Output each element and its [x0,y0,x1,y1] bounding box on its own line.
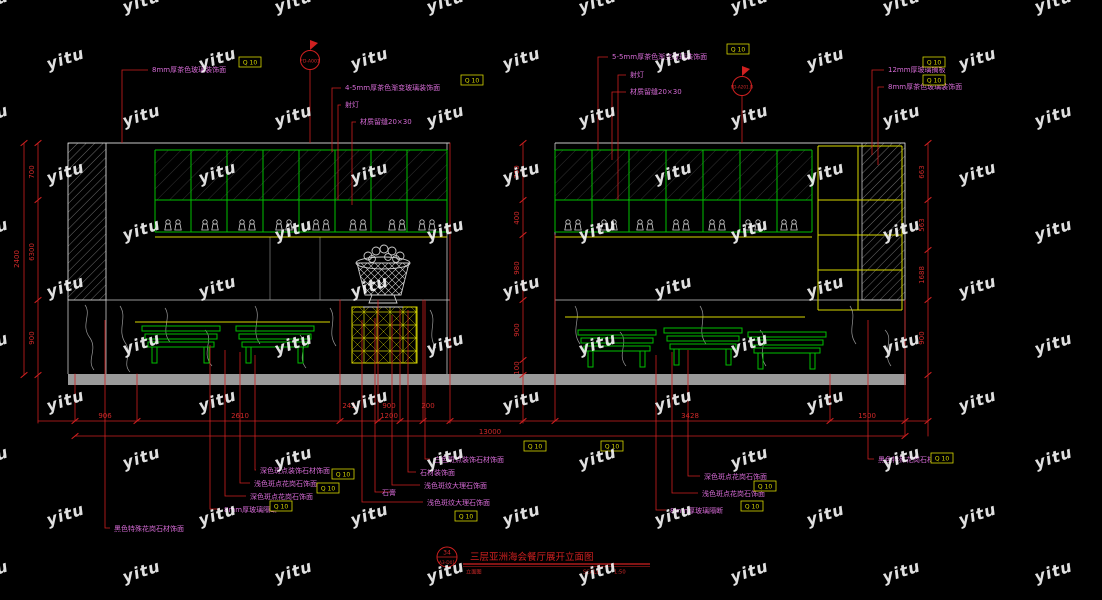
shelf-items [164,219,798,231]
callout-glass45: 4-5mm厚茶色渐变玻璃装饰面 [345,83,440,92]
callout-shelf12: 12mm厚玻璃搁板 [888,65,946,74]
callout-glass8-right: 8mm厚茶色玻璃装饰面 [888,82,962,91]
title-block: 34 A3-D01 三层亚洲海会餐厅展开立面图 立面图 SCALE 1:50 [436,546,650,576]
section-marker-right: FD-A201.D [731,66,753,143]
callout-glass8-left: 8mm厚茶色玻璃装饰面 [152,65,226,74]
dim-left-900: 900 [28,331,36,344]
callout-plaster-c: 石膏 [382,488,396,497]
dim-right-1688: 1688 [918,266,926,284]
dim-bottom-245: 245 [342,402,355,410]
dim-bottom-3428: 3428 [681,412,699,420]
section-marker-left-code: FD-A001 [300,59,320,65]
callout-glass-divider-l: 8mm厚玻璃隔断 [224,505,277,514]
dim-mid-100: 100 [513,361,521,374]
fruit-bowl [355,244,411,308]
callout-dark-granite-r: 深色斑点花岗石饰面 [704,472,767,481]
callout-light-granite-r: 浅色斑点花岗石饰面 [702,489,765,498]
callout-gap-right: 材质留缝20×30 [630,87,682,96]
dim-mid-980: 980 [513,261,521,274]
dim-left-700: 700 [28,165,36,178]
scale-value: 1:50 [614,570,626,576]
section-marker-left: FD-A001 [300,40,320,143]
title-number: 34 [443,550,451,557]
dim-bottom-1200: 1200 [380,412,398,420]
callout-glass-divider-r: 8mm厚玻璃隔断 [670,506,723,515]
dim-mid-400: 400 [513,211,521,224]
structure-layer [67,142,906,385]
title-code: A3-D01 [439,560,456,566]
callout-black-granite-l: 黑色特殊花岗石材饰面 [114,524,184,533]
scale-label: SCALE [583,570,600,576]
callout-white-stone-c: 白色斑点装饰石材饰面 [434,455,504,464]
callout-gap-left: 材质留缝20×30 [360,117,412,126]
dim-right-663: 663 [918,165,926,178]
callout-light-marble-c2: 浅色斑纹大理石饰面 [427,498,490,507]
callout-dark-granite-l: 深色斑点花岗石饰面 [250,492,313,501]
dim-total-13000: 13000 [479,428,501,436]
callout-spotlight-right: 射灯 [630,70,644,79]
dim-bottom-200: 200 [421,402,434,410]
dim-right-563: 563 [918,218,926,231]
callout-dark-stone-l: 深色斑点装饰石材饰面 [260,466,330,475]
dim-right-900: 900 [918,331,926,344]
callout-light-marble-c1: 浅色斑纹大理石饰面 [424,481,487,490]
dim-bottom-1500: 1500 [858,412,876,420]
callout-light-granite-l: 浅色斑点花岗石饰面 [254,479,317,488]
callout-spotlight-left: 射灯 [345,100,359,109]
dim-left-2400: 2400 [13,250,21,268]
dim-bottom-900: 900 [382,402,395,410]
title-caption: 立面图 [466,568,482,576]
section-marker-right-code: FD-A201.D [731,85,753,90]
floor-slab [68,374,906,385]
callout-stone-c: 石材装饰面 [420,468,455,477]
drawing-title: 三层亚洲海会餐厅展开立面图 [470,551,594,563]
callout-glass55: 5-5mm厚茶色渐变玻璃装饰面 [612,52,707,61]
dim-mid-700: 700 [513,165,521,178]
callout-black-granite-r: 黑色特殊花岗石材饰面 [878,455,948,464]
dim-left-6300: 6300 [28,243,36,261]
dim-mid-900: 900 [513,323,521,336]
mosaic-panel [351,306,418,364]
callout-layer: FD-A001 FD-A201.D 8mm厚茶色玻璃装饰面 4-5mm厚茶色渐变… [104,40,962,533]
